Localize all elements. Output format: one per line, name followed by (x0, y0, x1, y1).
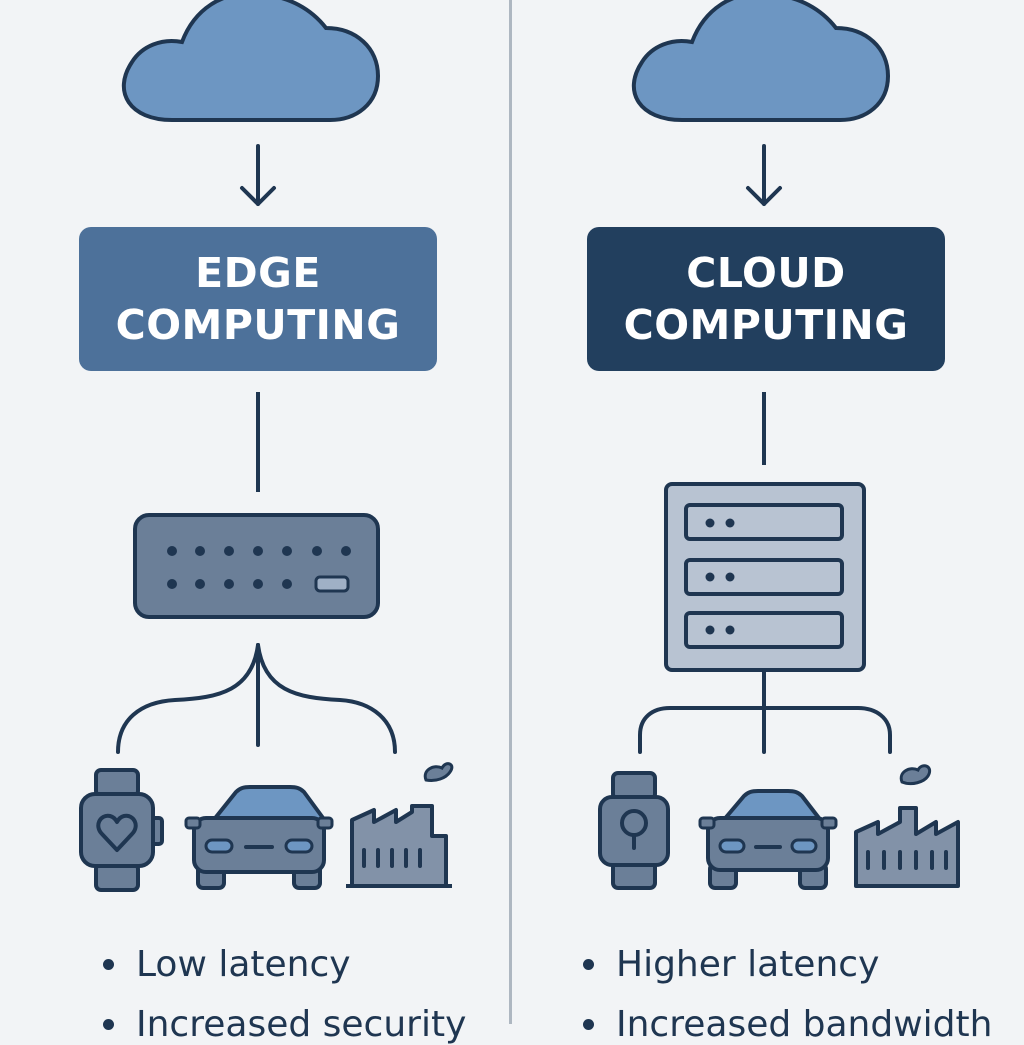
factory-icon (854, 764, 960, 888)
edge-bullet-1-text: Low latency (136, 944, 351, 985)
cloud-computing-box: CLOUD COMPUTING (587, 227, 945, 371)
arrow-down-icon (240, 144, 276, 206)
diagram-art (79, 0, 960, 892)
edge-gateway-icon (133, 513, 380, 619)
column-divider (509, 0, 512, 1024)
edge-bullet-1: Low latency (103, 944, 351, 985)
cloud-bullet-2-text: Increased bandwidth (616, 1004, 993, 1045)
edge-bullet-2-text: Increased security (136, 1004, 467, 1045)
cloud-bullet-2: Increased bandwidth (583, 1004, 992, 1045)
car-icon (698, 789, 838, 890)
edge-title-line1: EDGE (195, 249, 321, 297)
car-icon (184, 785, 334, 890)
cloud-bullet-1: Higher latency (583, 944, 879, 985)
bullet-dot (103, 959, 114, 970)
edge-title-line2: COMPUTING (115, 301, 401, 349)
smartwatch-icon (598, 771, 670, 890)
cloud-bullet-1-text: Higher latency (616, 944, 880, 985)
server-rack-icon (664, 482, 866, 672)
edge-branch-lines (116, 643, 397, 754)
cloud-title-line2: COMPUTING (623, 301, 909, 349)
cloud-icon (631, 0, 891, 122)
arrow-down-icon (746, 144, 782, 206)
cloud-title-line1: CLOUD (686, 249, 846, 297)
smartwatch-icon (79, 768, 164, 892)
edge-bullet-2: Increased security (103, 1004, 466, 1045)
edge-computing-box: EDGE COMPUTING (79, 227, 437, 371)
cloud-icon (121, 0, 381, 122)
bullet-dot (103, 1019, 114, 1030)
bullet-dot (583, 1019, 594, 1030)
cloud-branch-lines (638, 670, 892, 754)
bullet-dot (583, 959, 594, 970)
factory-icon (346, 762, 454, 888)
